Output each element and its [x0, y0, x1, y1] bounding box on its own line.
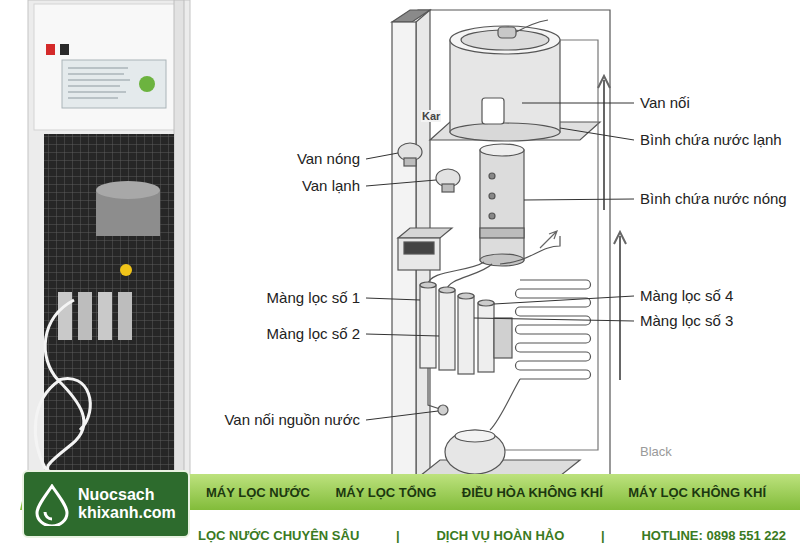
- cutaway-drawing: [598, 76, 610, 210]
- leader-lines: [522, 103, 634, 104]
- drop-icon: [37, 486, 67, 526]
- part-label: Màng lọc số 2: [267, 325, 360, 342]
- service-text: MÁY LỌC NƯỚC: [206, 485, 310, 500]
- leader-lines: [366, 411, 438, 420]
- cutaway-drawing: [489, 213, 495, 219]
- cutaway-drawing: [428, 236, 560, 290]
- part-label: Van nóng: [297, 150, 360, 167]
- leader-lines: [366, 153, 398, 159]
- leader-lines: [366, 334, 439, 336]
- machine-back-photo: [0, 0, 194, 476]
- cutaway-drawing: [398, 228, 452, 238]
- cutaway-drawing: [480, 150, 524, 260]
- cutaway-drawing: [439, 290, 455, 370]
- drop-icon: [34, 484, 70, 526]
- cutaway-drawing: [428, 368, 520, 430]
- cutaway-drawing: [439, 287, 455, 293]
- cutaway-drawing: [398, 238, 440, 270]
- machine-back-photo: [28, 0, 190, 476]
- machine-back-photo: [0, 0, 194, 476]
- leader-lines: [366, 103, 634, 420]
- machine-back-photo: [139, 76, 155, 92]
- machine-back-photo: [46, 44, 55, 55]
- cutaway-drawing: [450, 26, 560, 54]
- cutaway-drawing: [420, 282, 436, 288]
- cutaway-drawing: [480, 228, 524, 238]
- brand-name: Nuocsach khixanh.com: [78, 486, 186, 522]
- cutaway-drawing: [450, 123, 560, 141]
- hotline-text: HOTLINE: 0898 551 222: [641, 529, 786, 544]
- part-label: Van nối nguồn nước: [224, 411, 360, 428]
- part-label: Bình chứa nước lạnh: [640, 131, 782, 148]
- leader-lines: [474, 318, 634, 321]
- machine-back-photo: [60, 44, 69, 55]
- brand-logo: Nuocsach khixanh.com: [22, 470, 190, 538]
- cutaway-drawing: [404, 242, 434, 254]
- machine-back-photo: [174, 0, 184, 472]
- cutaway-drawing: [442, 184, 454, 192]
- service-text: MÁY LỌC TỔNG: [335, 485, 436, 500]
- cutaway-drawing: [480, 144, 524, 156]
- cutaway-drawing: [404, 158, 416, 166]
- leader-lines: [524, 199, 634, 200]
- machine-back-photo: [58, 292, 72, 340]
- tagline-text: LỌC NƯỚC CHUYÊN SÂU: [198, 529, 359, 544]
- part-label: Van nối: [640, 94, 690, 111]
- machine-back-photo: [62, 60, 166, 108]
- cutaway-drawing: [458, 293, 474, 299]
- cutaway-drawing: [498, 27, 516, 38]
- tagline-row: LỌC NƯỚC CHUYÊN SÂU | DỊCH VỤ HOÀN HẢO | HOT…: [198, 528, 786, 544]
- machine-back-photo: [96, 181, 160, 199]
- cutaway-drawing: [420, 285, 436, 368]
- leader-lines: [366, 180, 436, 186]
- cutaway-drawing: [494, 318, 512, 358]
- machine-back-photo: [78, 292, 92, 340]
- machine-back-photo: [120, 264, 132, 276]
- leader-lines: [366, 298, 420, 300]
- machine-back-photo: [34, 4, 182, 130]
- cutaway-drawing: [516, 20, 548, 32]
- part-label: Màng lọc số 3: [640, 312, 733, 329]
- cutaway-drawing: [540, 231, 557, 248]
- machine-back-photo: [118, 292, 132, 340]
- leader-lines: [560, 128, 634, 140]
- cutaway-drawing: [516, 280, 591, 379]
- cutaway-drawing: [478, 303, 494, 372]
- cutaway-drawing: [455, 430, 495, 442]
- part-label: Màng lọc số 1: [267, 289, 360, 306]
- cutaway-drawing: [489, 173, 495, 179]
- machine-back-photo: [35, 300, 90, 476]
- cutaway-drawing: [392, 10, 626, 476]
- service-text: ĐIỀU HÒA KHÔNG KHÍ: [462, 485, 603, 500]
- brand-mark: Kar: [421, 110, 441, 123]
- cutaway-drawing: [400, 10, 610, 476]
- cutaway-drawing: [458, 296, 474, 374]
- machine-back-photo: [68, 68, 130, 98]
- cutaway-drawing: [489, 193, 495, 199]
- service-text: MÁY LỌC KHÔNG KHÍ: [628, 485, 766, 500]
- cutaway-drawing: [438, 405, 448, 415]
- leader-lines: [494, 296, 634, 304]
- machine-back-photo: [98, 292, 112, 340]
- separator: |: [601, 529, 605, 544]
- part-label: Bình chứa nước nóng: [640, 190, 787, 207]
- separator: |: [396, 529, 400, 544]
- part-label: Van lạnh: [302, 177, 360, 194]
- cutaway-drawing: [505, 40, 598, 450]
- part-label: Màng lọc số 4: [640, 287, 733, 304]
- cutaway-drawing: [614, 232, 626, 380]
- cutaway-drawing: [478, 300, 494, 306]
- tagline-text: DỊCH VỤ HOÀN HẢO: [436, 529, 564, 544]
- cutaway-drawing: [445, 430, 505, 474]
- watermark-text: Black: [640, 445, 672, 460]
- cutaway-drawing: [482, 98, 504, 124]
